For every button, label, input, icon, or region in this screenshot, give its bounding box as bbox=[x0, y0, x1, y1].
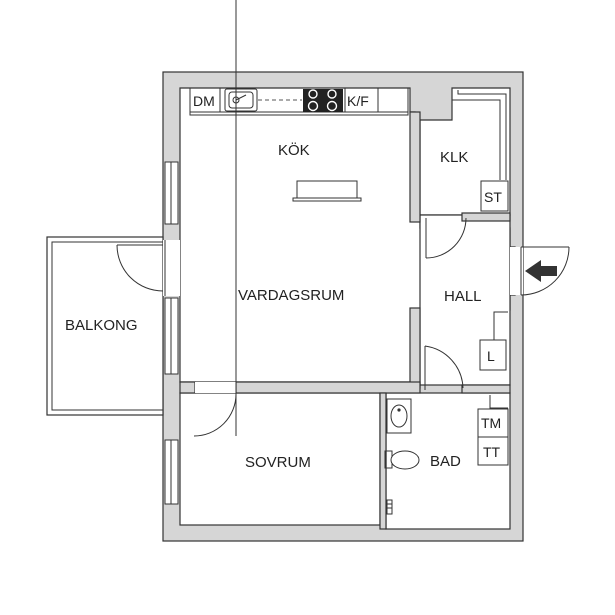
fridge-freezer-label: K/F bbox=[347, 93, 369, 109]
wall-closet-hall bbox=[461, 212, 511, 222]
room-label-hall: HALL bbox=[444, 288, 482, 305]
linen-label: L bbox=[487, 348, 495, 364]
room-label-balkong: BALKONG bbox=[65, 317, 138, 334]
kitchen-table bbox=[292, 180, 362, 202]
hall-floor bbox=[419, 214, 511, 386]
bath-sink-icon bbox=[386, 398, 412, 434]
room-label-klk: KLK bbox=[440, 149, 468, 166]
window-bedroom bbox=[164, 439, 179, 505]
window-living bbox=[164, 297, 179, 375]
room-label-vardagsrum: VARDAGSRUM bbox=[238, 287, 344, 304]
washer-label: TM bbox=[481, 415, 501, 431]
floor-drain-icon bbox=[386, 499, 393, 515]
bedroom-floor bbox=[179, 392, 381, 526]
wall-kitchen-closet bbox=[409, 111, 421, 223]
balcony-railing bbox=[51, 241, 164, 411]
counter-backsplash bbox=[189, 111, 409, 116]
wall-bedroom-bath bbox=[379, 392, 387, 530]
window-kitchen bbox=[164, 161, 179, 225]
laundry-machines bbox=[477, 395, 509, 466]
wall-living-bedroom bbox=[235, 381, 421, 394]
room-label-bad: BAD bbox=[430, 453, 461, 470]
storage-label: ST bbox=[484, 189, 502, 205]
balcony-door bbox=[116, 240, 180, 296]
wall-hall-bath bbox=[461, 384, 511, 394]
stove-icon bbox=[303, 89, 343, 112]
room-label-sovrum: SOVRUM bbox=[245, 454, 311, 471]
bedroom-door bbox=[193, 0, 237, 437]
bathroom-door bbox=[424, 345, 464, 390]
closet-shelves bbox=[451, 90, 509, 212]
balcony-floor bbox=[46, 236, 164, 416]
wall-bedroom-left-stub bbox=[179, 381, 196, 394]
room-label-kok: KÖK bbox=[278, 141, 310, 159]
linen-cupboard bbox=[479, 311, 508, 371]
dryer-label: TT bbox=[483, 444, 501, 460]
closet-door bbox=[425, 217, 467, 259]
dishwasher-label: DM bbox=[193, 93, 215, 109]
wall-living-hall-lower bbox=[409, 307, 421, 389]
toilet-icon bbox=[384, 450, 420, 470]
entrance-arrow-icon bbox=[525, 260, 557, 282]
entrance-door bbox=[510, 246, 570, 296]
